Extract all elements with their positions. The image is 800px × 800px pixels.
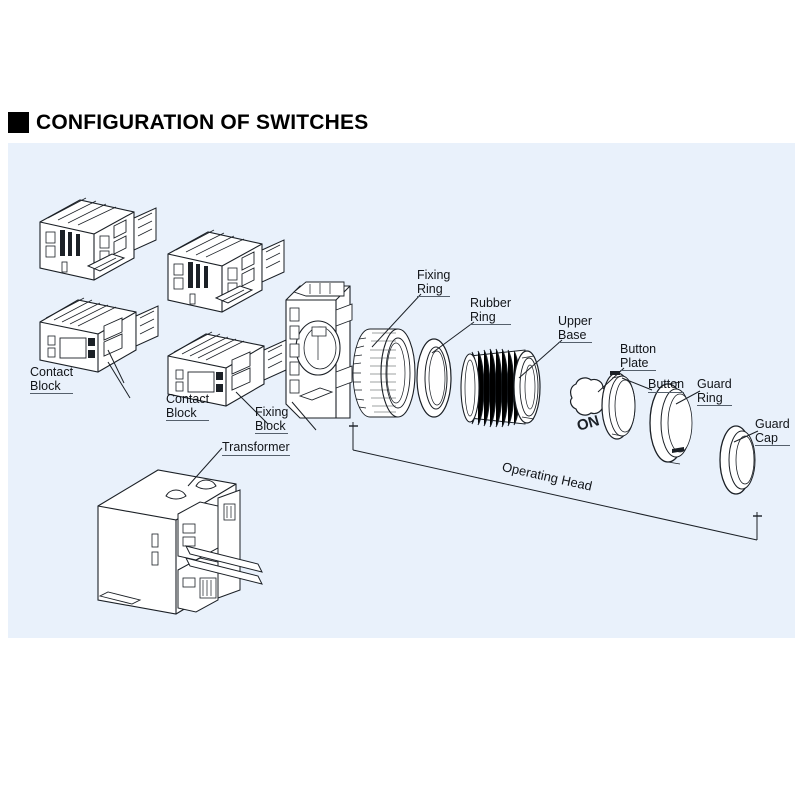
component-fixing-ring [352,328,416,418]
page-title-text: CONFIGURATION OF SWITCHES [36,111,369,134]
label-line-1: Rubber [470,296,511,310]
page-title: CONFIGURATION OF SWITCHES [8,112,368,133]
label-line-1: Button [648,377,685,393]
label-line-2: Block [255,419,289,434]
label-line-2: Block [166,406,210,421]
label-upper-base: Upper Base [558,314,593,343]
component-rubber-ring [416,338,452,418]
component-button [601,371,636,440]
label-line-1: Transformer [222,440,290,456]
leader-button-plate [597,367,625,393]
button-plate-on-text: ON [575,412,601,435]
leader-contact-block-2 [235,391,269,425]
label-line-1: Button [620,342,657,356]
leader-upper-base [518,339,563,379]
leader-button [621,377,653,391]
label-line-2: Plate [620,356,657,371]
component-guard-cap [719,425,756,495]
label-line-2: Ring [697,391,732,406]
component-guard-ring [649,381,693,465]
label-guard-cap: Guard Cap [755,417,790,446]
leader-guard-ring [675,390,701,405]
label-transformer: Transformer [222,440,290,456]
label-line-1: Contact [166,392,210,406]
label-line-2: Base [558,328,593,343]
label-button: Button [648,377,685,393]
component-upper-base [460,348,541,428]
label-line-2: Ring [470,310,511,325]
component-contact-block-upper-left [39,197,157,281]
label-contact-block-1: Contact Block [30,365,74,394]
label-guard-ring: Guard Ring [697,377,732,406]
label-line-2: Cap [755,431,790,446]
label-fixing-ring: Fixing Ring [417,268,451,297]
label-contact-block-2: Contact Block [166,392,210,421]
label-button-plate: Button Plate [620,342,657,371]
label-line-1: Fixing [417,268,451,282]
leader-rubber-ring [431,321,475,354]
component-fixing-block [285,281,353,419]
square-bullet-icon [8,112,29,133]
component-contact-block-upper-middle [167,229,285,313]
label-line-1: Fixing [255,405,289,419]
label-fixing-block: Fixing Block [255,405,289,434]
label-line-1: Guard [697,377,732,391]
leader-contact-block-1 [107,349,125,384]
label-line-1: Guard [755,417,790,431]
operating-head-bracket [349,422,762,541]
leader-guard-cap [733,430,759,443]
component-button-plate: ON [570,377,607,435]
label-line-2: Ring [417,282,451,297]
leader-contact-block-1b [107,361,131,399]
component-transformer [97,469,263,615]
leader-transformer [187,447,223,487]
label-rubber-ring: Rubber Ring [470,296,511,325]
leader-fixing-ring [371,293,422,348]
component-contact-block-lower-left [39,297,159,373]
label-line-1: Upper [558,314,593,328]
label-line-1: Contact [30,365,74,379]
label-line-2: Block [30,379,74,394]
leader-lines [107,293,759,487]
leader-fixing-block [291,401,317,431]
